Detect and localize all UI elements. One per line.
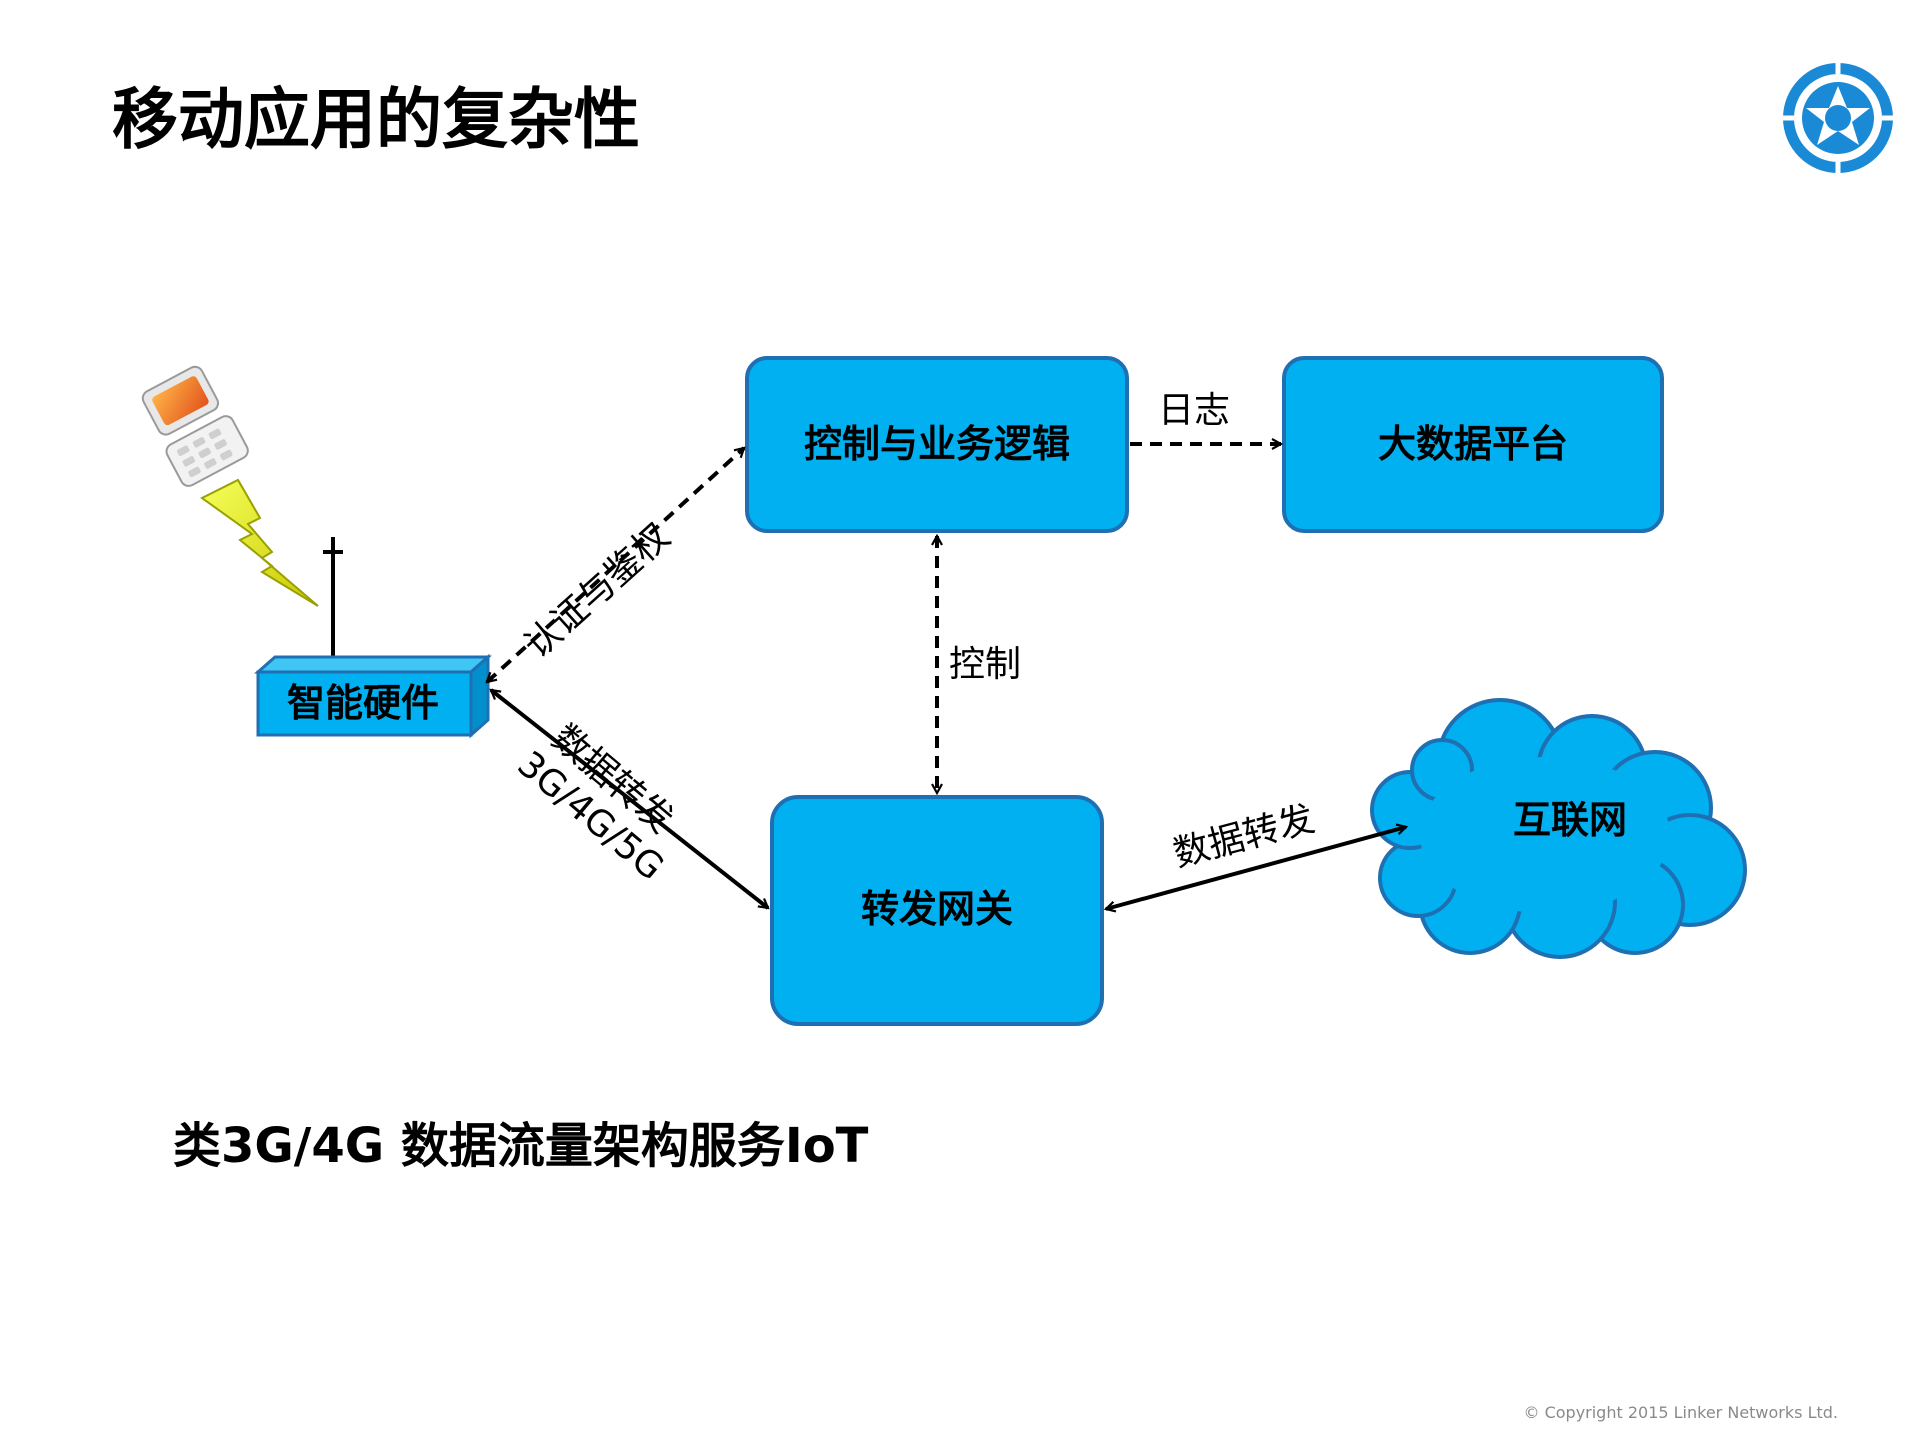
- hardware-label: 智能硬件: [287, 681, 439, 725]
- auth-edge: [487, 448, 744, 682]
- internet-forward-edge: [1106, 827, 1406, 909]
- internet-node: [1370, 698, 1747, 959]
- log-label: 日志: [1158, 390, 1230, 431]
- control-node: [745, 356, 1129, 533]
- subtitle: 类3G/4G 数据流量架构服务IoT: [173, 1118, 869, 1174]
- copyright: © Copyright 2015 Linker Networks Ltd.: [1523, 1403, 1838, 1422]
- antenna-icon: [323, 537, 343, 662]
- control-edge-label: 控制: [949, 644, 1021, 685]
- auth-label: 认证与鉴权: [517, 516, 678, 667]
- page-title: 移动应用的复杂性: [112, 81, 640, 158]
- internet-forward-label: 数据转发: [1169, 798, 1319, 875]
- hardware-node: [254, 653, 492, 739]
- gateway-node: [770, 795, 1104, 1026]
- control-label: 控制与业务逻辑: [804, 422, 1070, 466]
- data-forward-edge: [491, 688, 768, 910]
- bigdata-label: 大数据平台: [1378, 422, 1568, 466]
- phone-icon: [141, 365, 249, 487]
- logo-icon: [1783, 63, 1893, 173]
- internet-label: 互联网: [1513, 798, 1627, 842]
- lightning-icon: [200, 478, 319, 607]
- gateway-label: 转发网关: [861, 887, 1013, 931]
- bigdata-node: [1282, 356, 1664, 533]
